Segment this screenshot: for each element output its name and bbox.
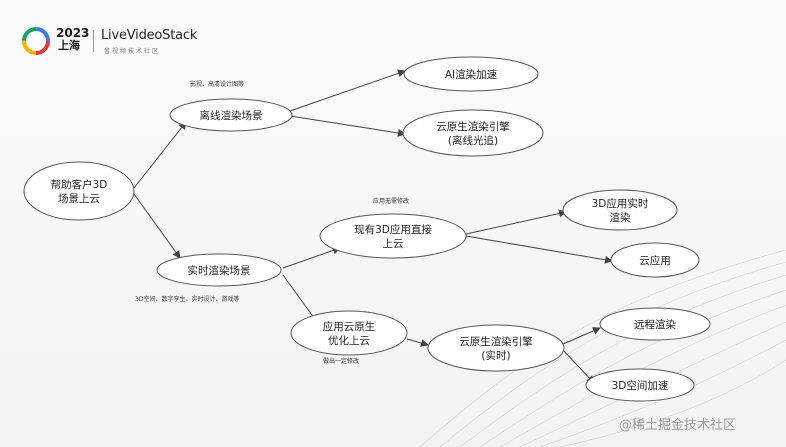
node-cloud-offline [403,110,543,156]
node-space-acc-label: 3D空间加速 [612,379,669,392]
node-3d-rt [563,190,677,230]
node-cloud-rt-label-2: (实时) [481,349,510,362]
node-app-direct-label-2: 上云 [383,238,404,250]
arrow-appdirect-cloudapp [466,236,612,261]
node-app-direct [320,214,466,258]
node-native-opt-label-2: 优化上云 [328,334,370,347]
arrow-offline-cloud [290,116,405,134]
annotation-native-opt: 做出一定修改 [323,357,359,365]
node-root-label-2: 场景上云 [58,192,100,205]
arrow-cloudrt-spaceacc [563,350,594,383]
arrow-nativeopt-cloudrt [407,339,428,345]
arrow-root-offline [134,122,186,188]
arrow-realtime-nativeopt [283,275,317,322]
annotation-offline: 影视、高清设计图等 [190,80,244,88]
node-native-opt-label-1: 应用云原生 [323,320,376,333]
node-cloud-offline-label-2: (离线光追) [448,134,498,147]
annotation-realtime: 3D空间、数字孪生、实时设计、游戏等 [135,295,239,303]
node-cloud-rt-label-1: 云原生渲染引擎 [459,335,533,348]
node-ai-label: AI渲染加速 [445,68,498,81]
annotation-app-direct: 应用无需修改 [373,197,409,205]
node-cloud-offline-label-1: 云原生渲染引擎 [436,120,510,133]
node-root [24,162,134,220]
node-offline-label: 离线渲染场景 [200,109,263,122]
node-cloud-app-label: 云应用 [639,254,671,267]
node-native-opt [291,311,407,355]
arrow-offline-ai [290,71,405,111]
arrow-appdirect-3drt [466,212,566,234]
node-root-label-1: 帮助客户3D [51,178,108,191]
arrow-realtime-appdirect [283,248,340,268]
node-realtime-label: 实时渲染场景 [188,264,251,277]
node-3d-rt-label-2: 渲染 [610,211,631,224]
node-cloud-rt [428,325,564,371]
node-3d-rt-label-1: 3D应用实时 [592,197,649,210]
node-app-direct-label-1: 现有3D应用直接 [354,223,432,236]
watermark: @稀土掘金技术社区 [619,414,736,433]
arrow-root-realtime [134,194,180,258]
node-remote-label: 远程渲染 [634,318,676,331]
